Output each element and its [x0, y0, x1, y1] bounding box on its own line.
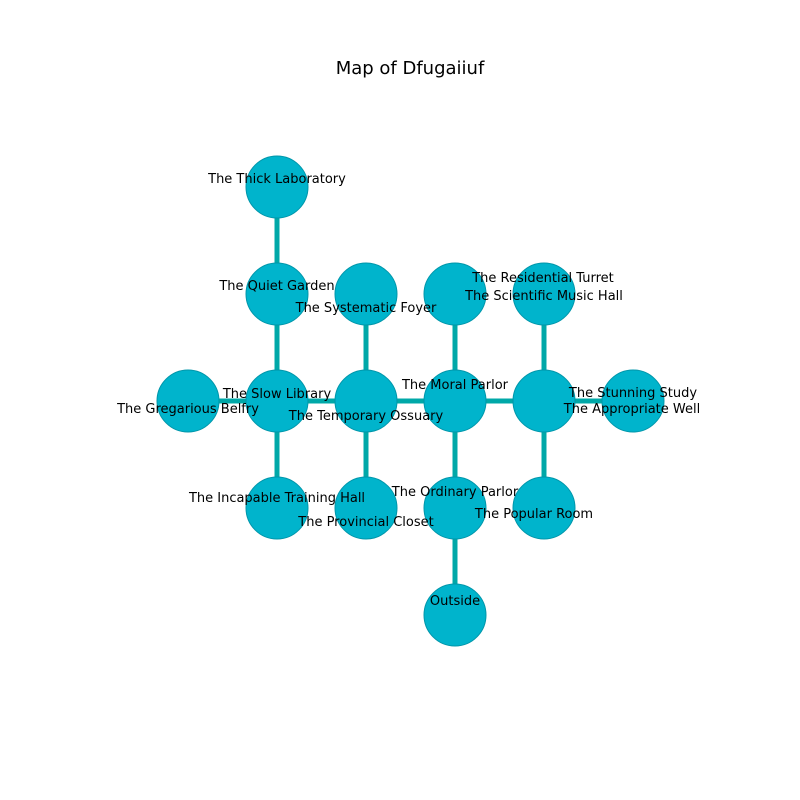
map-title: Map of Dfugaiiuf — [336, 58, 485, 79]
room-label-quiet-garden: The Quiet Garden — [218, 279, 334, 294]
room-node-ordinary-parlor — [423, 476, 487, 540]
room-label-thick-laboratory: The Thick Laboratory — [207, 172, 346, 187]
room-label-outside: Outside — [430, 594, 480, 609]
room-node-provincial-closet — [334, 476, 398, 540]
room-label-stunning-study: The Stunning Study — [568, 386, 697, 401]
room-nodes — [156, 155, 665, 647]
room-label-popular-room: The Popular Room — [474, 507, 593, 522]
room-node-outside — [423, 583, 487, 647]
room-label-ordinary-parlor: The Ordinary Parlor — [391, 485, 519, 500]
room-label-gregarious-belfry: The Gregarious Belfry — [116, 402, 259, 417]
room-node-temporary-ossuary — [334, 369, 398, 433]
room-node-appropriate-well — [512, 369, 576, 433]
room-node-scientific-music-hall — [512, 262, 576, 326]
room-label-temporary-ossuary: The Temporary Ossuary — [288, 409, 444, 424]
room-label-slow-library: The Slow Library — [222, 387, 332, 402]
room-node-gregarious-belfry — [156, 369, 220, 433]
room-label-provincial-closet: The Provincial Closet — [297, 515, 433, 530]
room-node-thick-laboratory — [245, 155, 309, 219]
room-node-incapable-training-hall — [245, 476, 309, 540]
room-label-moral-parlor: The Moral Parlor — [401, 378, 509, 393]
room-node-slow-library — [245, 369, 309, 433]
room-label-systematic-foyer: The Systematic Foyer — [295, 301, 437, 316]
room-node-systematic-foyer — [334, 262, 398, 326]
room-label-scientific-music-hall: The Scientific Music Hall — [464, 289, 623, 304]
room-label-appropriate-well: The Appropriate Well — [563, 402, 700, 417]
room-node-quiet-garden — [245, 262, 309, 326]
room-node-residential-turret — [423, 262, 487, 326]
room-node-popular-room — [512, 476, 576, 540]
room-label-residential-turret: The Residential Turret — [471, 271, 614, 286]
room-node-stunning-study — [601, 369, 665, 433]
room-node-moral-parlor — [423, 369, 487, 433]
room-label-incapable-training-hall: The Incapable Training Hall — [188, 491, 365, 506]
